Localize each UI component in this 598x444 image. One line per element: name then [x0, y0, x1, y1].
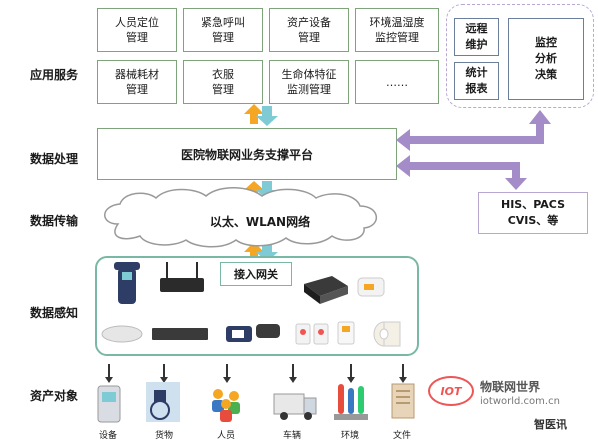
service-box[interactable]: …… — [355, 60, 439, 104]
asset-arrow-icon — [289, 364, 297, 383]
arrow-down-teal-icon — [256, 106, 278, 126]
decision-panel — [446, 4, 594, 108]
vehicle-icon — [273, 393, 317, 420]
environment-icon — [334, 384, 368, 420]
arrow-down-purple-icon — [505, 162, 527, 190]
flat-antenna-icon — [152, 328, 208, 340]
arrow-left-purple-icon — [396, 155, 520, 177]
network-label: 以太、WLAN网络 — [209, 215, 311, 229]
label-roll-icon — [373, 321, 401, 347]
service-box[interactable]: 环境温湿度监控管理 — [355, 8, 439, 52]
asset-caption: 人员 — [216, 431, 235, 441]
layer-label-transmission: 数据传输 — [30, 214, 79, 228]
service-box[interactable]: 人员定位管理 — [97, 8, 177, 52]
platform-label: 医院物联网业务支撑平台 — [180, 147, 313, 162]
remote-maintenance-box[interactable]: 远程维护 — [454, 18, 499, 56]
arrow-left-purple-icon — [396, 129, 520, 151]
watermark-logo-icon: IOT — [428, 376, 474, 406]
asset-caption: 环境 — [340, 431, 359, 441]
wifi-router-icon — [160, 262, 204, 292]
arrow-up-orange-icon — [244, 242, 264, 262]
round-reader-icon — [101, 325, 143, 343]
asset-caption: 文件 — [392, 431, 411, 441]
asset-caption: 设备 — [98, 431, 117, 441]
asset-arrow-icon — [399, 364, 407, 383]
document-icon — [391, 383, 415, 419]
stats-report-box[interactable]: 统计报表 — [454, 62, 499, 100]
arrow-up-orange-icon — [244, 104, 264, 124]
gateway-box[interactable]: 接入网关 — [220, 262, 292, 286]
temperature-tag-icon — [295, 323, 329, 345]
service-box[interactable]: 生命体特征监测管理 — [269, 60, 349, 104]
wheelchair-icon — [146, 382, 180, 422]
asset-arrow-icon — [160, 364, 168, 383]
service-box[interactable]: 资产设备管理 — [269, 8, 349, 52]
layer-label-app: 应用服务 — [30, 68, 79, 82]
asset-arrow-icon — [105, 364, 113, 383]
layer-label-processing: 数据处理 — [30, 152, 79, 166]
watermark-brand: 物联网世界 — [480, 380, 541, 394]
watermark-url: iotworld.com.cn — [480, 396, 560, 407]
his-box[interactable]: HIS、PACS CVIS、等 — [478, 192, 588, 234]
asset-caption: 车辆 — [282, 431, 301, 441]
handheld-scanner-icon — [114, 262, 140, 304]
watermark-source: 智医讯 — [534, 418, 567, 431]
arrow-up-purple-icon — [529, 110, 551, 136]
watermark: IOT 物联网世界 iotworld.com.cn 智医讯 — [428, 372, 594, 440]
rfid-tag-icon — [357, 277, 385, 297]
reader-box-icon — [304, 276, 348, 304]
service-box[interactable]: 衣服管理 — [183, 60, 263, 104]
layer-label-assets: 资产对象 — [30, 389, 79, 403]
asset-arrow-icon — [347, 364, 355, 383]
asset-arrow-icon — [223, 364, 231, 383]
wristband-icon — [226, 324, 280, 342]
arrow-up-orange-icon — [244, 181, 264, 198]
service-box[interactable]: 器械耗材管理 — [97, 60, 177, 104]
app-services-group: 人员定位管理 紧急呼叫管理 资产设备管理 环境温湿度监控管理 器械耗材管理 衣服… — [97, 8, 439, 104]
gateway-label: 接入网关 — [234, 268, 278, 281]
network-cloud-icon — [104, 187, 377, 248]
badge-tag-icon — [337, 321, 355, 345]
people-icon — [212, 389, 240, 422]
monitor-decision-box[interactable]: 监控分析决策 — [508, 18, 584, 100]
asset-caption: 货物 — [154, 431, 173, 441]
equipment-icon — [97, 385, 121, 423]
layer-label-sensing: 数据感知 — [30, 306, 79, 320]
platform-box[interactable]: 医院物联网业务支撑平台 — [97, 128, 397, 180]
service-box[interactable]: 紧急呼叫管理 — [183, 8, 263, 52]
sensing-box — [95, 256, 419, 356]
